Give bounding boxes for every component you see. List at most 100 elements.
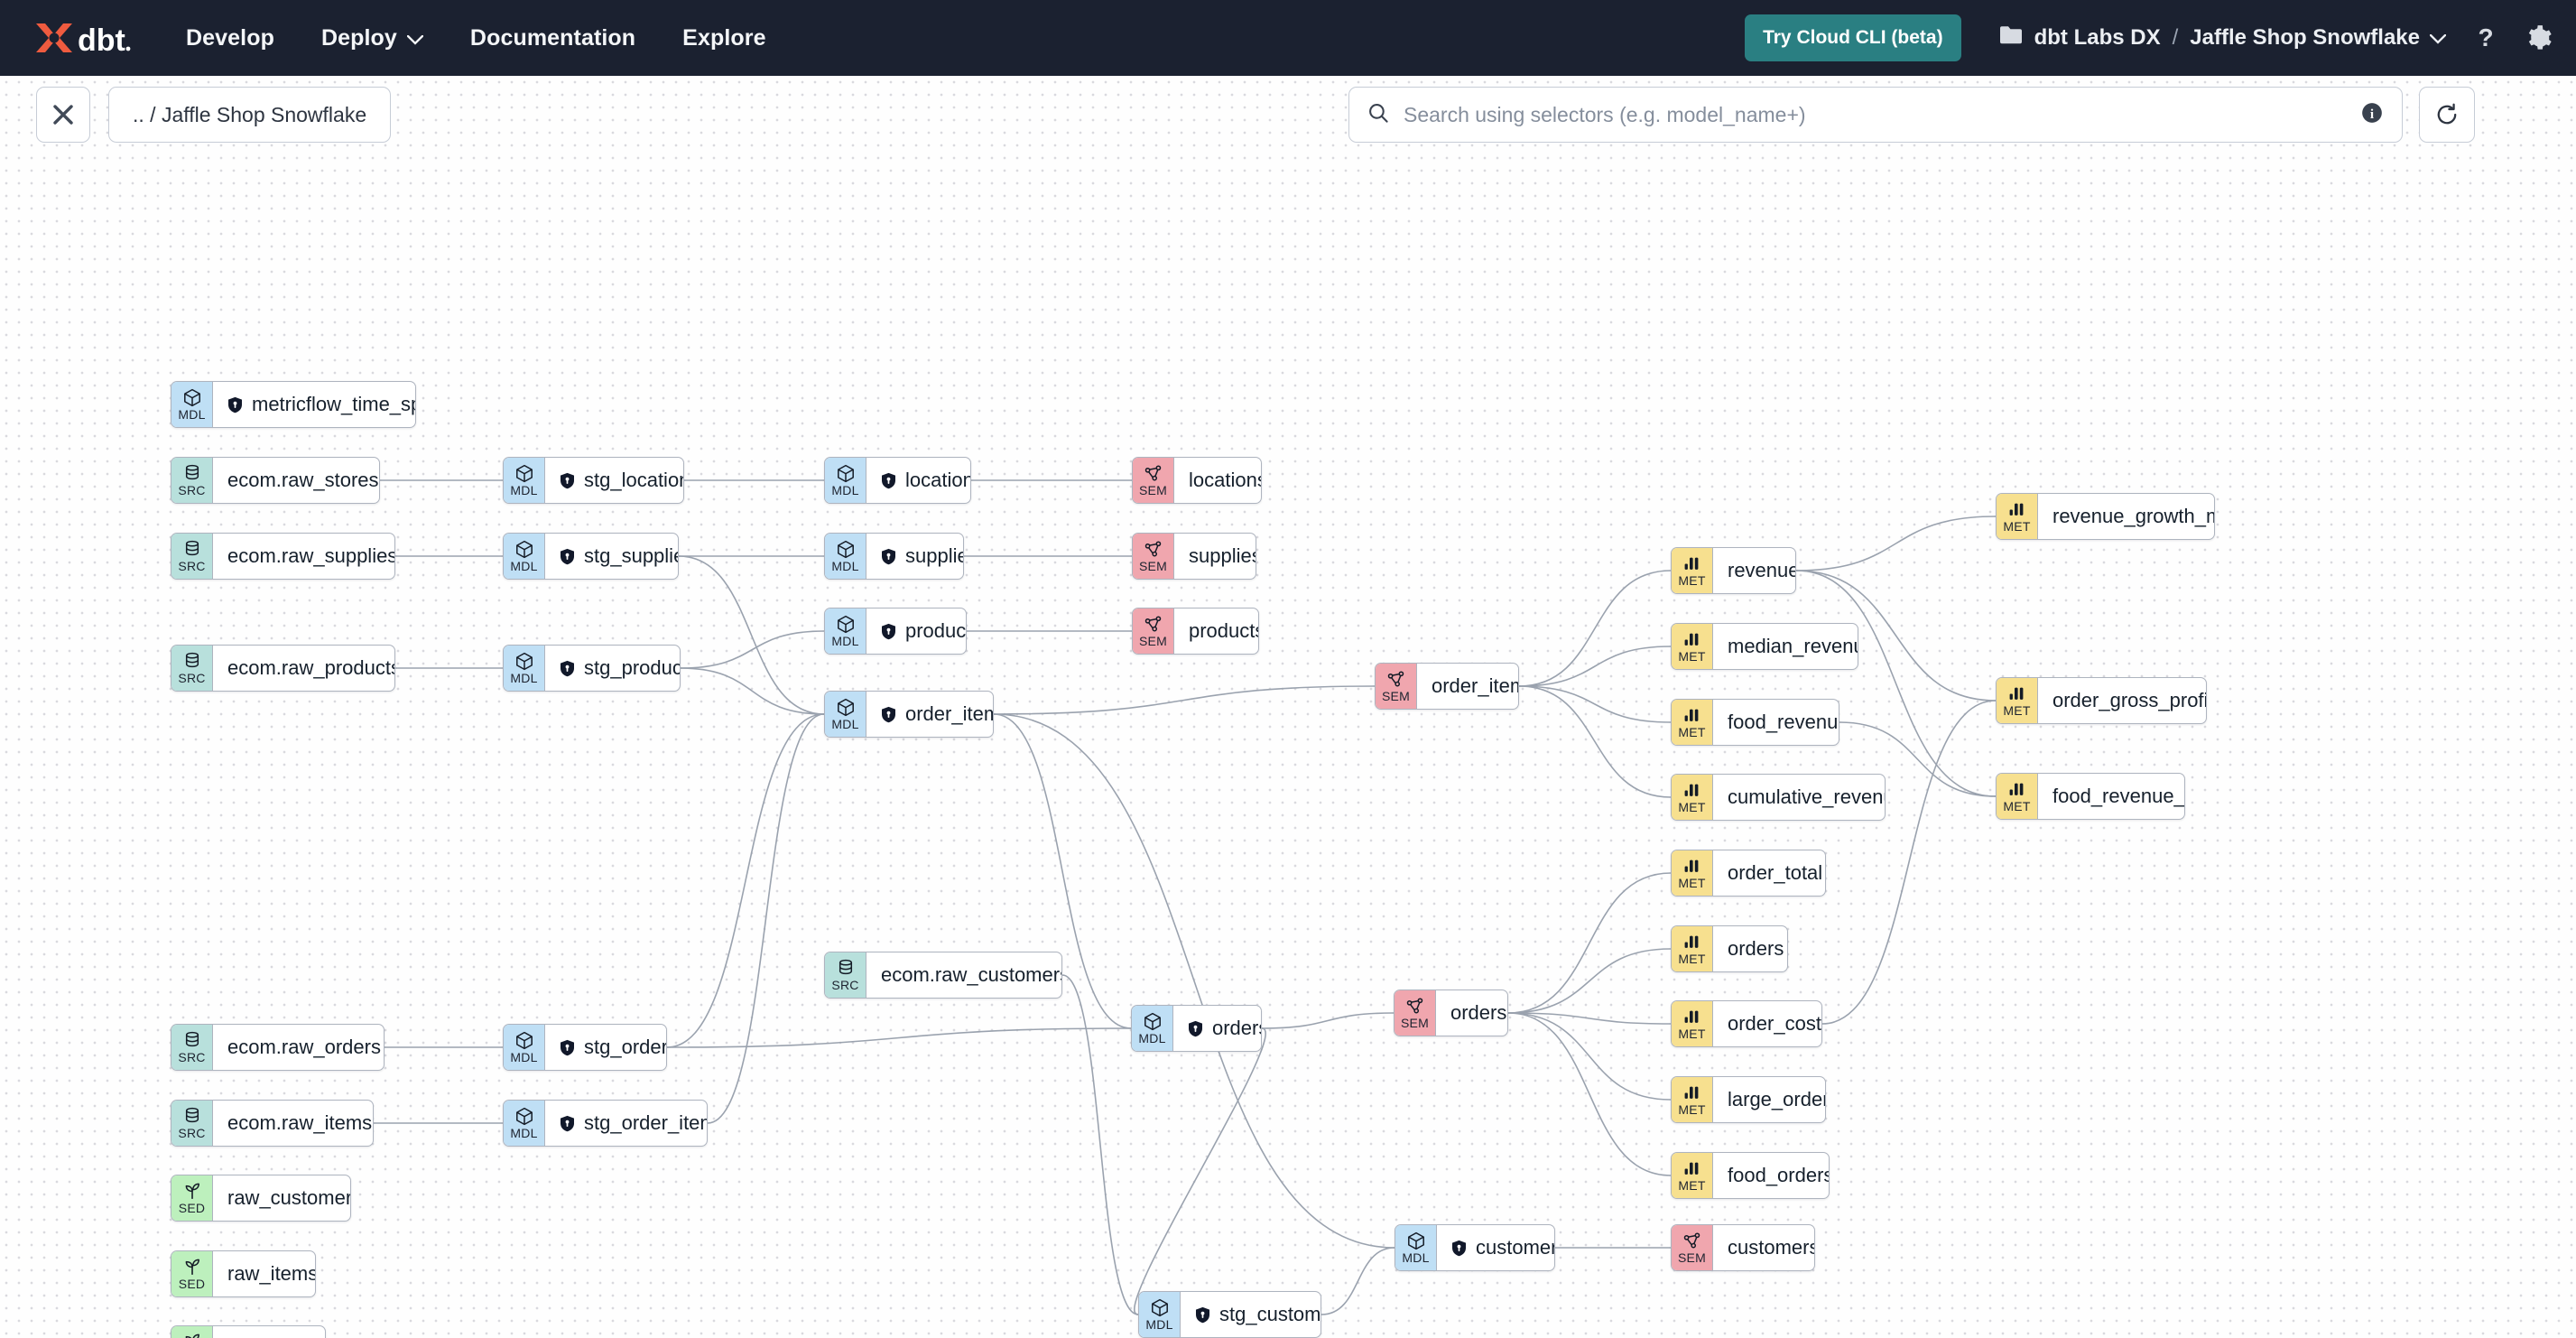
node-type-label: SEM <box>1139 482 1167 497</box>
mdl-type-badge: MDL <box>504 1101 545 1146</box>
lineage-edge <box>707 713 825 1124</box>
public-access-shield-icon <box>227 396 243 413</box>
database-icon <box>182 1107 202 1126</box>
nav-item-explore[interactable]: Explore <box>682 25 765 51</box>
settings-button[interactable] <box>2525 24 2553 51</box>
graph-node-label: median_revenue <box>1713 624 1858 669</box>
node-name-text: stg_customers <box>1219 1303 1321 1325</box>
graph-node-met_food_orders[interactable]: MET food_orders <box>1671 1152 1830 1199</box>
graph-node-label: revenue_growth_mom <box>2038 494 2214 539</box>
search-input[interactable] <box>1404 102 2346 127</box>
node-type-label: MDL <box>510 670 538 685</box>
cube-icon <box>1143 1012 1163 1031</box>
cube-icon <box>836 540 856 559</box>
nav-item-deploy[interactable]: Deploy <box>321 25 424 51</box>
graph-node-label: orders <box>1713 926 1787 971</box>
node-type-label: MET <box>1678 1177 1706 1193</box>
lineage-edges <box>374 479 1997 1315</box>
met-type-badge: MET <box>1997 494 2038 539</box>
lineage-edge <box>1261 1012 1395 1029</box>
refresh-button[interactable] <box>2419 87 2475 143</box>
search-box[interactable]: i <box>1348 87 2403 143</box>
node-type-label: MDL <box>510 1049 538 1064</box>
bar-chart-icon <box>2007 684 2027 703</box>
node-type-label: MDL <box>510 558 538 573</box>
graph-node-locations[interactable]: MDLlocations <box>824 457 971 504</box>
graph-node-supplies[interactable]: MDLsupplies <box>824 533 964 580</box>
lineage-edge <box>1821 700 1997 1025</box>
graph-node-customers_mdl[interactable]: MDLcustomers <box>1395 1224 1555 1271</box>
semantic-graph-icon <box>1682 1231 1702 1250</box>
account-name[interactable]: dbt Labs DX <box>2034 25 2161 50</box>
graph-node-stg_supplies[interactable]: MDL stg_supplies <box>503 533 679 580</box>
database-icon <box>836 959 856 978</box>
node-name-text: orders <box>1212 1017 1261 1039</box>
nav-item-documentation[interactable]: Documentation <box>470 25 635 51</box>
mdl-type-badge: MDL <box>1139 1292 1181 1337</box>
try-cloud-cli-button[interactable]: Try Cloud CLI (beta) <box>1745 14 1961 61</box>
lineage-edge <box>1507 1012 1672 1101</box>
met-type-badge: MET <box>1672 775 1713 820</box>
breadcrumb-button[interactable]: .. / Jaffle Shop Snowflake <box>108 87 392 143</box>
node-name-text: raw_customers <box>227 1186 351 1209</box>
help-button[interactable]: ? <box>2473 24 2498 51</box>
node-name-text: food_revenue_pct <box>2052 785 2185 807</box>
public-access-shield-icon <box>1188 1020 1203 1037</box>
node-type-label: SEM <box>1139 633 1167 648</box>
folder-icon <box>1999 25 2023 51</box>
node-name-text: stg_supplies <box>584 544 678 567</box>
node-name-text: metricflow_time_spine <box>252 393 415 415</box>
breadcrumb-separator: / <box>2172 25 2179 50</box>
nav-item-develop[interactable]: Develop <box>186 25 274 51</box>
lineage-graph-canvas[interactable]: MDLmetricflow_time_spineSRCecom.raw_stor… <box>0 76 2576 1338</box>
mdl-type-badge: MDL <box>504 534 545 579</box>
src-type-badge: SRC <box>171 646 213 691</box>
account-project-breadcrumb: dbt Labs DX / Jaffle Shop Snowflake <box>1999 25 2447 51</box>
close-button[interactable] <box>36 87 90 143</box>
graph-node-sem_products[interactable]: SEM products <box>1132 608 1259 655</box>
graph-node-stg_customers[interactable]: MDL stg_customers <box>1138 1291 1321 1338</box>
node-type-label: MDL <box>1145 1316 1173 1332</box>
dbt-logo[interactable]: dbt <box>31 18 132 58</box>
graph-node-products[interactable]: MDLproducts <box>824 608 967 655</box>
graph-node-label: products <box>1174 609 1258 654</box>
project-selector[interactable]: Jaffle Shop Snowflake <box>2190 25 2447 51</box>
graph-node-orders_mdl[interactable]: MDLorders <box>1131 1005 1262 1052</box>
lineage-edge <box>1507 872 1672 1014</box>
cube-icon <box>514 1107 534 1126</box>
nav-item-explore-label: Explore <box>682 24 766 51</box>
info-icon[interactable]: i <box>2360 101 2384 129</box>
graph-node-label: food_orders <box>1713 1153 1829 1198</box>
